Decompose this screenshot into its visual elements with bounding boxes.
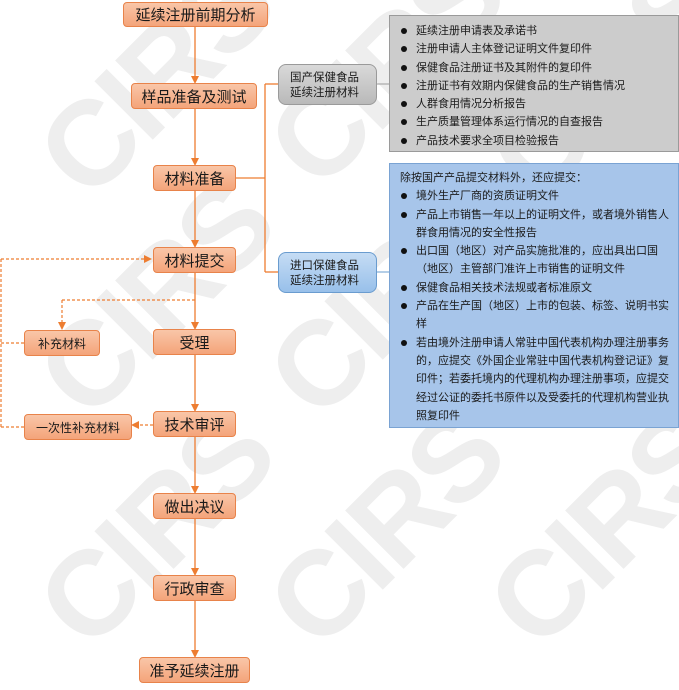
category-imported: 进口保健食品 延续注册材料 <box>278 252 377 293</box>
step-approval: 准予延续注册 <box>139 657 250 683</box>
step-material-submit: 材料提交 <box>153 247 236 273</box>
domestic-material-item: 生产质量管理体系运行情况的自查报告 <box>400 113 672 131</box>
domestic-material-item: 注册证书有效期内保健食品的生产销售情况 <box>400 77 672 95</box>
imported-material-item: 产品上市销售一年以上的证明文件，或者境外销售人群食用情况的安全性报告 <box>400 206 672 243</box>
domestic-materials-panel: 延续注册申请表及承诺书 注册申请人主体登记证明文件复印件 保健食品注册证书及其附… <box>389 15 679 152</box>
domestic-material-item: 保健食品注册证书及其附件的复印件 <box>400 59 672 77</box>
imported-material-item: 出口国（地区）对产品实施批准的，应出具出口国（地区）主管部门准许上市销售的证明文… <box>400 242 672 279</box>
domestic-material-item: 延续注册申请表及承诺书 <box>400 22 672 40</box>
imported-material-item: 境外生产厂商的资质证明文件 <box>400 187 672 205</box>
category-imported-line2: 延续注册材料 <box>290 272 359 287</box>
imported-material-item: 保健食品相关技术法规或者标准原文 <box>400 279 672 297</box>
imported-material-item: 若由境外注册申请人常驻中国代表机构办理注册事务的，应提交《外国企业常驻中国代表机… <box>400 334 672 425</box>
step-material-prep: 材料准备 <box>153 165 236 191</box>
category-domestic-line1: 国产保健食品 <box>290 69 359 84</box>
step-pre-analysis: 延续注册前期分析 <box>123 2 268 27</box>
domestic-material-item: 注册申请人主体登记证明文件复印件 <box>400 40 672 58</box>
step-decision: 做出决议 <box>153 493 236 519</box>
domestic-material-item: 人群食用情况分析报告 <box>400 95 672 113</box>
imported-materials-intro: 除按国产产品提交材料外，还应提交： <box>400 171 587 184</box>
category-domestic-line2: 延续注册材料 <box>290 84 359 99</box>
step-supplement: 补充材料 <box>24 330 100 356</box>
step-acceptance: 受理 <box>153 329 236 355</box>
imported-materials-panel: 除按国产产品提交材料外，还应提交： 境外生产厂商的资质证明文件 产品上市销售一年… <box>389 163 679 428</box>
domestic-material-item: 产品技术要求全项目检验报告 <box>400 132 672 150</box>
category-imported-line1: 进口保健食品 <box>290 257 359 272</box>
step-sample-testing: 样品准备及测试 <box>131 83 257 109</box>
step-one-time-supplement: 一次性补充材料 <box>24 414 132 440</box>
imported-material-item: 产品在生产国（地区）上市的包装、标签、说明书实样 <box>400 297 672 334</box>
step-admin-review: 行政审查 <box>153 575 236 601</box>
step-technical-review: 技术审评 <box>153 411 236 437</box>
category-domestic: 国产保健食品 延续注册材料 <box>278 64 377 105</box>
